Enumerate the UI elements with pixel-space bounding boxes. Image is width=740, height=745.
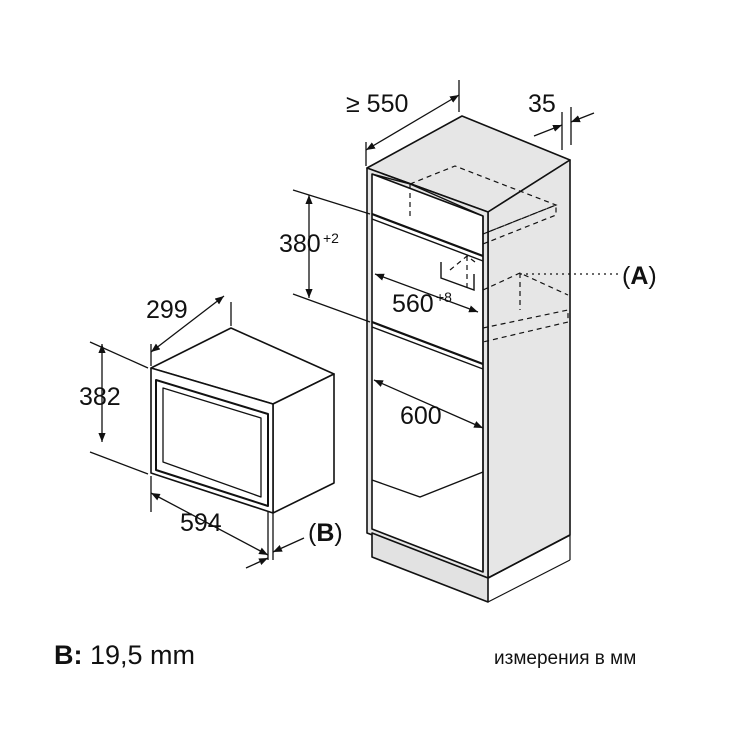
footer-units-note: измерения в мм (494, 648, 637, 669)
footer-b-value: B: 19,5 mm (54, 640, 195, 671)
cabinet (366, 115, 571, 603)
label-niche-width: 560 (392, 290, 434, 318)
footer-b-text: 19,5 mm (82, 640, 196, 670)
callout-a: (A) (622, 262, 657, 290)
label-niche-width-tol: +8 (436, 289, 452, 305)
cabinet-interior (371, 165, 569, 572)
label-niche-height: 380 (279, 230, 321, 258)
label-depth-min: ≥ 550 (346, 90, 408, 118)
label-oven-depth: 299 (146, 296, 188, 324)
label-oven-height: 382 (79, 383, 121, 411)
footer-b-key: B: (54, 640, 83, 670)
label-cabinet-width: 600 (400, 402, 442, 430)
label-niche-height-tol: +2 (323, 230, 339, 246)
label-oven-width: 594 (180, 509, 222, 537)
cabinet-opening (371, 173, 484, 573)
label-gap: 35 (528, 90, 556, 118)
dimension-lines (89, 80, 620, 569)
callout-b: (B) (308, 519, 343, 547)
oven (150, 327, 335, 514)
cabinet-right-side (487, 159, 571, 579)
